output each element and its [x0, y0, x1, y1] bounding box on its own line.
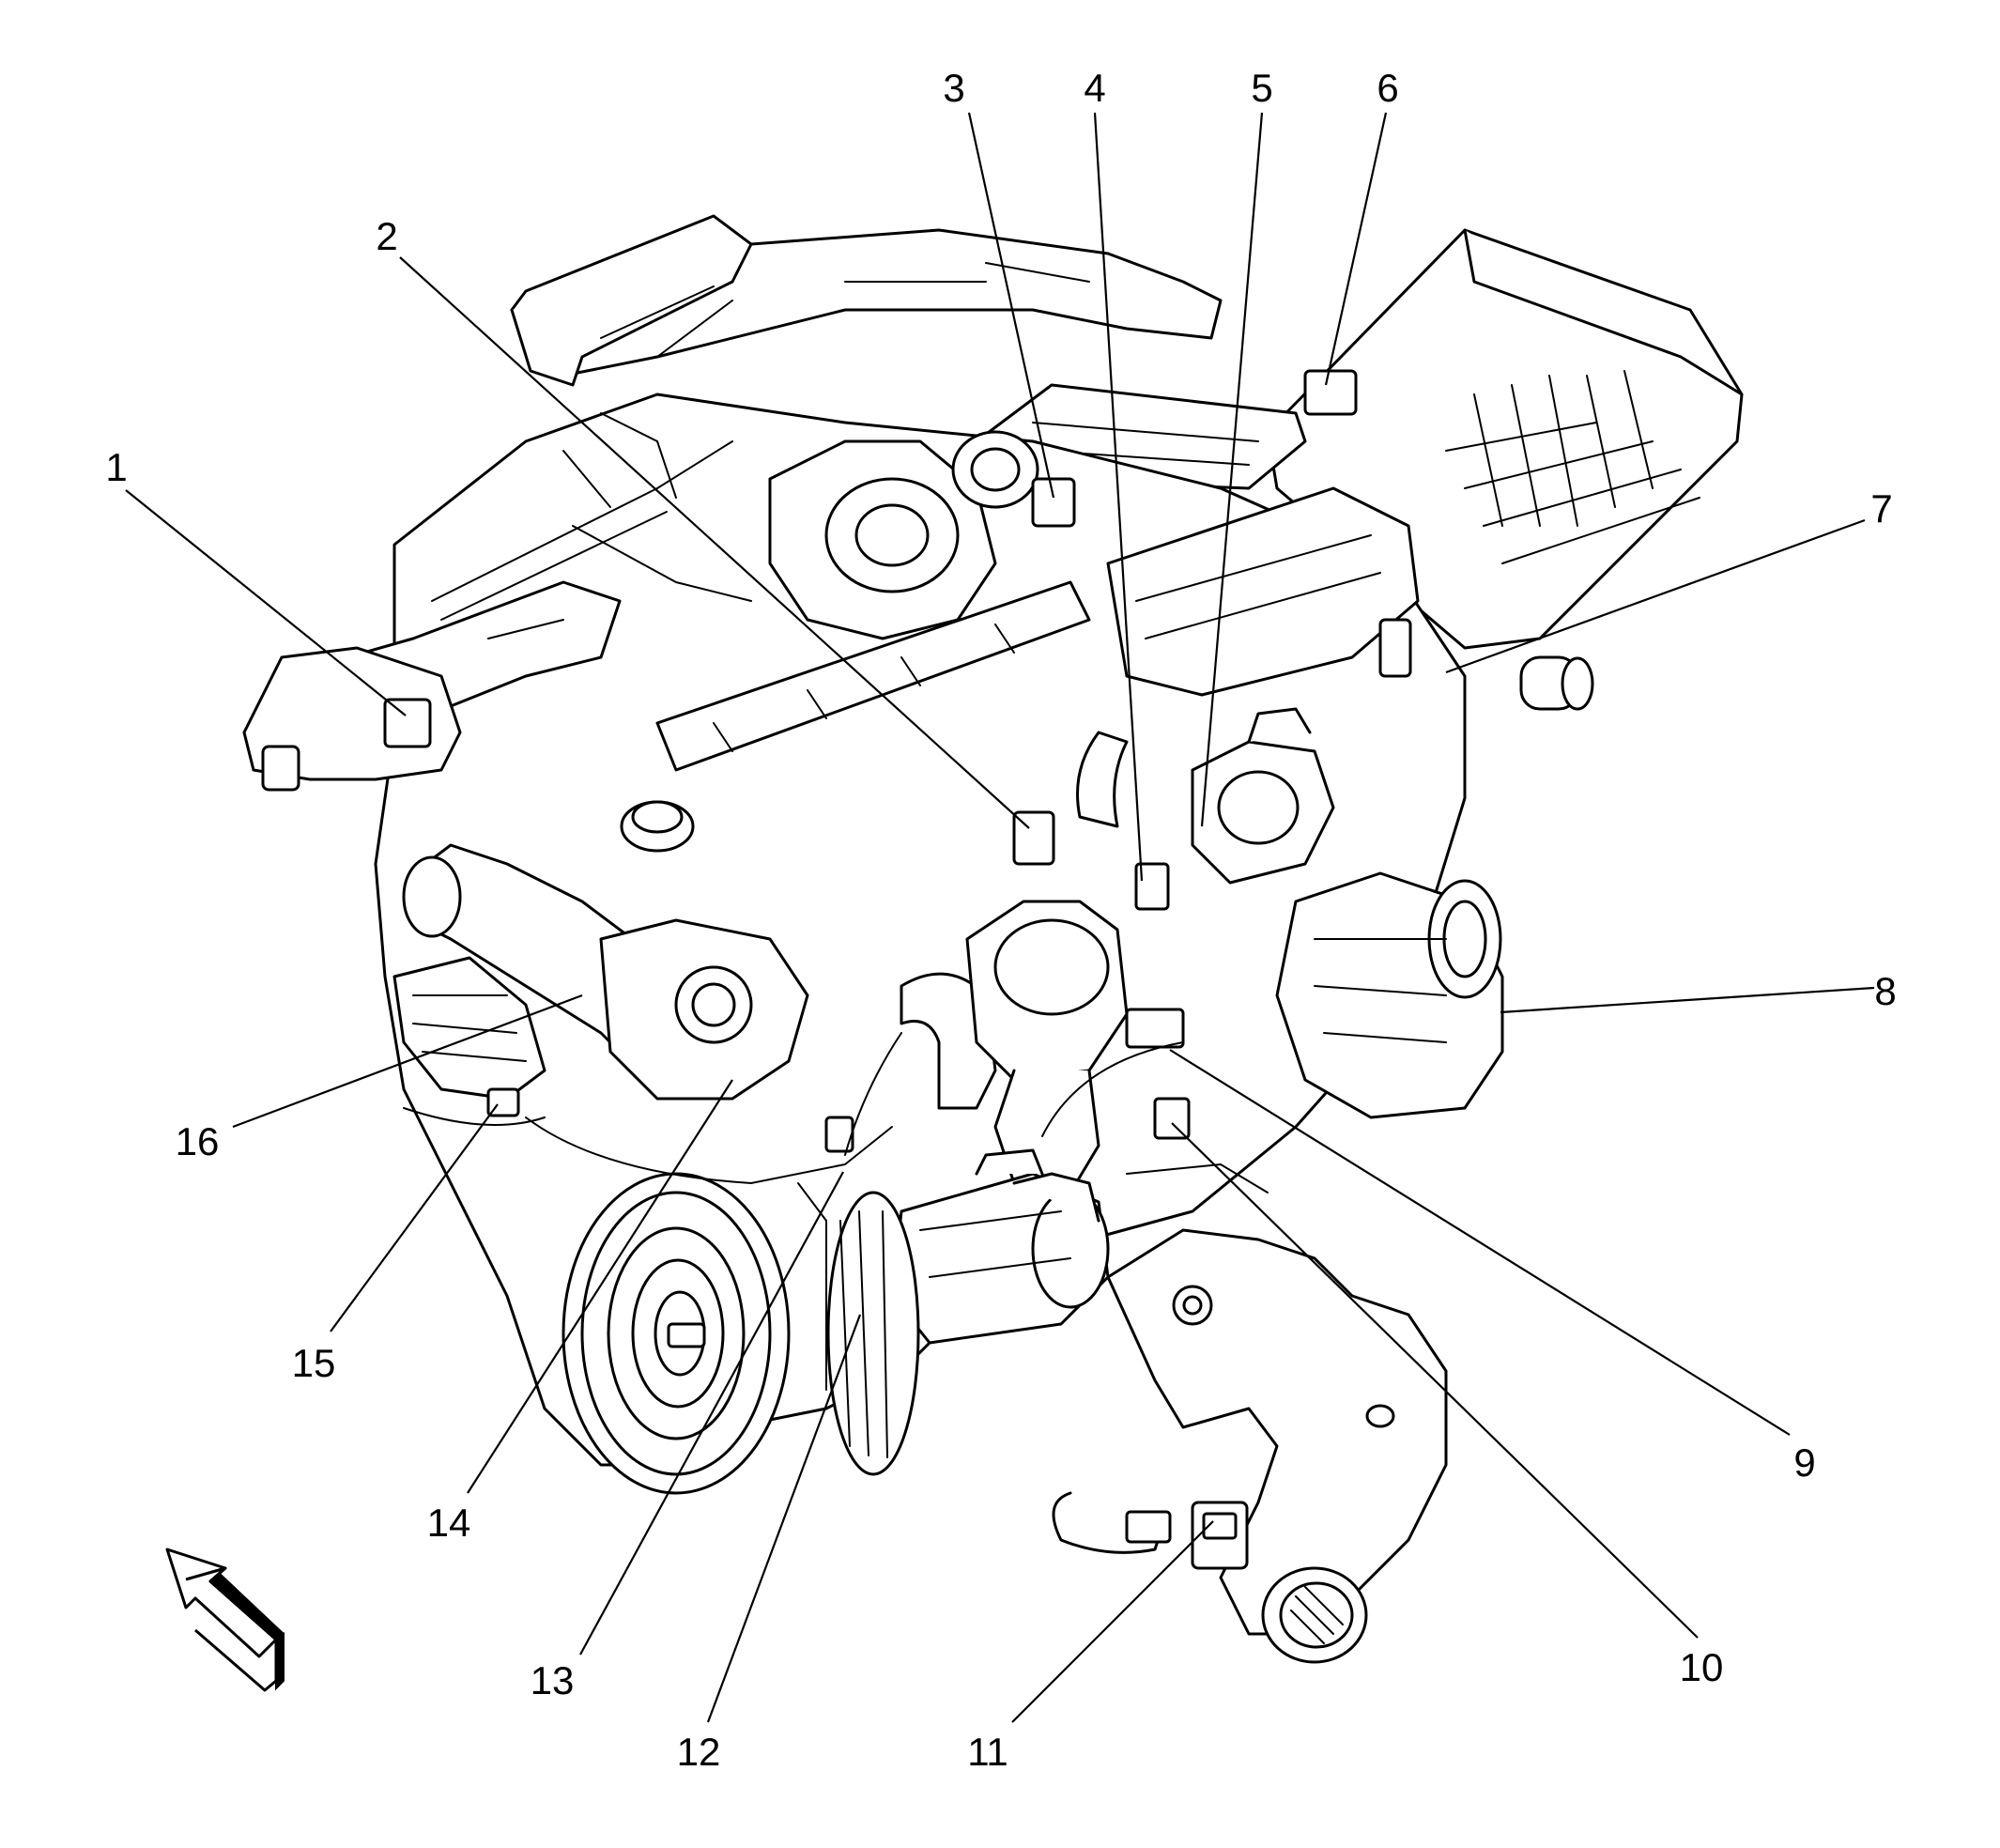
leader-16 — [232, 993, 583, 1129]
callout-1: 1 — [105, 445, 127, 489]
callout-14: 14 — [427, 1501, 471, 1545]
callout-9: 9 — [1793, 1440, 1815, 1485]
callout-11: 11 — [967, 1730, 1008, 1774]
leader-6 — [1324, 112, 1388, 386]
callout-5: 5 — [1251, 66, 1272, 110]
leader-15 — [330, 1103, 499, 1332]
leader-11 — [1011, 1520, 1214, 1723]
callout-labels: 1 2 3 4 5 6 7 8 9 10 11 12 13 14 15 16 — [105, 66, 1896, 1774]
callout-3: 3 — [943, 66, 964, 110]
callout-8: 8 — [1874, 969, 1896, 1013]
leader-7 — [1445, 518, 1866, 674]
leader-2 — [399, 256, 1030, 829]
view-direction-arrow-icon — [165, 1548, 285, 1692]
leader-9 — [1169, 1049, 1791, 1436]
leader-8 — [1500, 986, 1875, 1014]
leader-1 — [125, 489, 407, 716]
leader-3 — [967, 112, 1055, 499]
leader-lines — [125, 112, 1875, 1723]
engine-drawing — [242, 214, 1744, 1664]
leader-13 — [579, 1171, 844, 1656]
callout-10: 10 — [1680, 1645, 1724, 1689]
callout-15: 15 — [292, 1341, 336, 1385]
callout-7: 7 — [1870, 486, 1892, 531]
leader-10 — [1171, 1122, 1699, 1639]
leader-4 — [1093, 112, 1144, 882]
leader-12 — [706, 1314, 862, 1723]
leader-14 — [467, 1079, 733, 1494]
callout-13: 13 — [531, 1658, 575, 1702]
callout-12: 12 — [677, 1730, 721, 1774]
leader-5 — [1200, 112, 1264, 827]
callout-6: 6 — [1377, 66, 1398, 110]
callout-4: 4 — [1084, 66, 1105, 110]
callout-2: 2 — [376, 214, 397, 258]
callout-16: 16 — [176, 1119, 220, 1163]
